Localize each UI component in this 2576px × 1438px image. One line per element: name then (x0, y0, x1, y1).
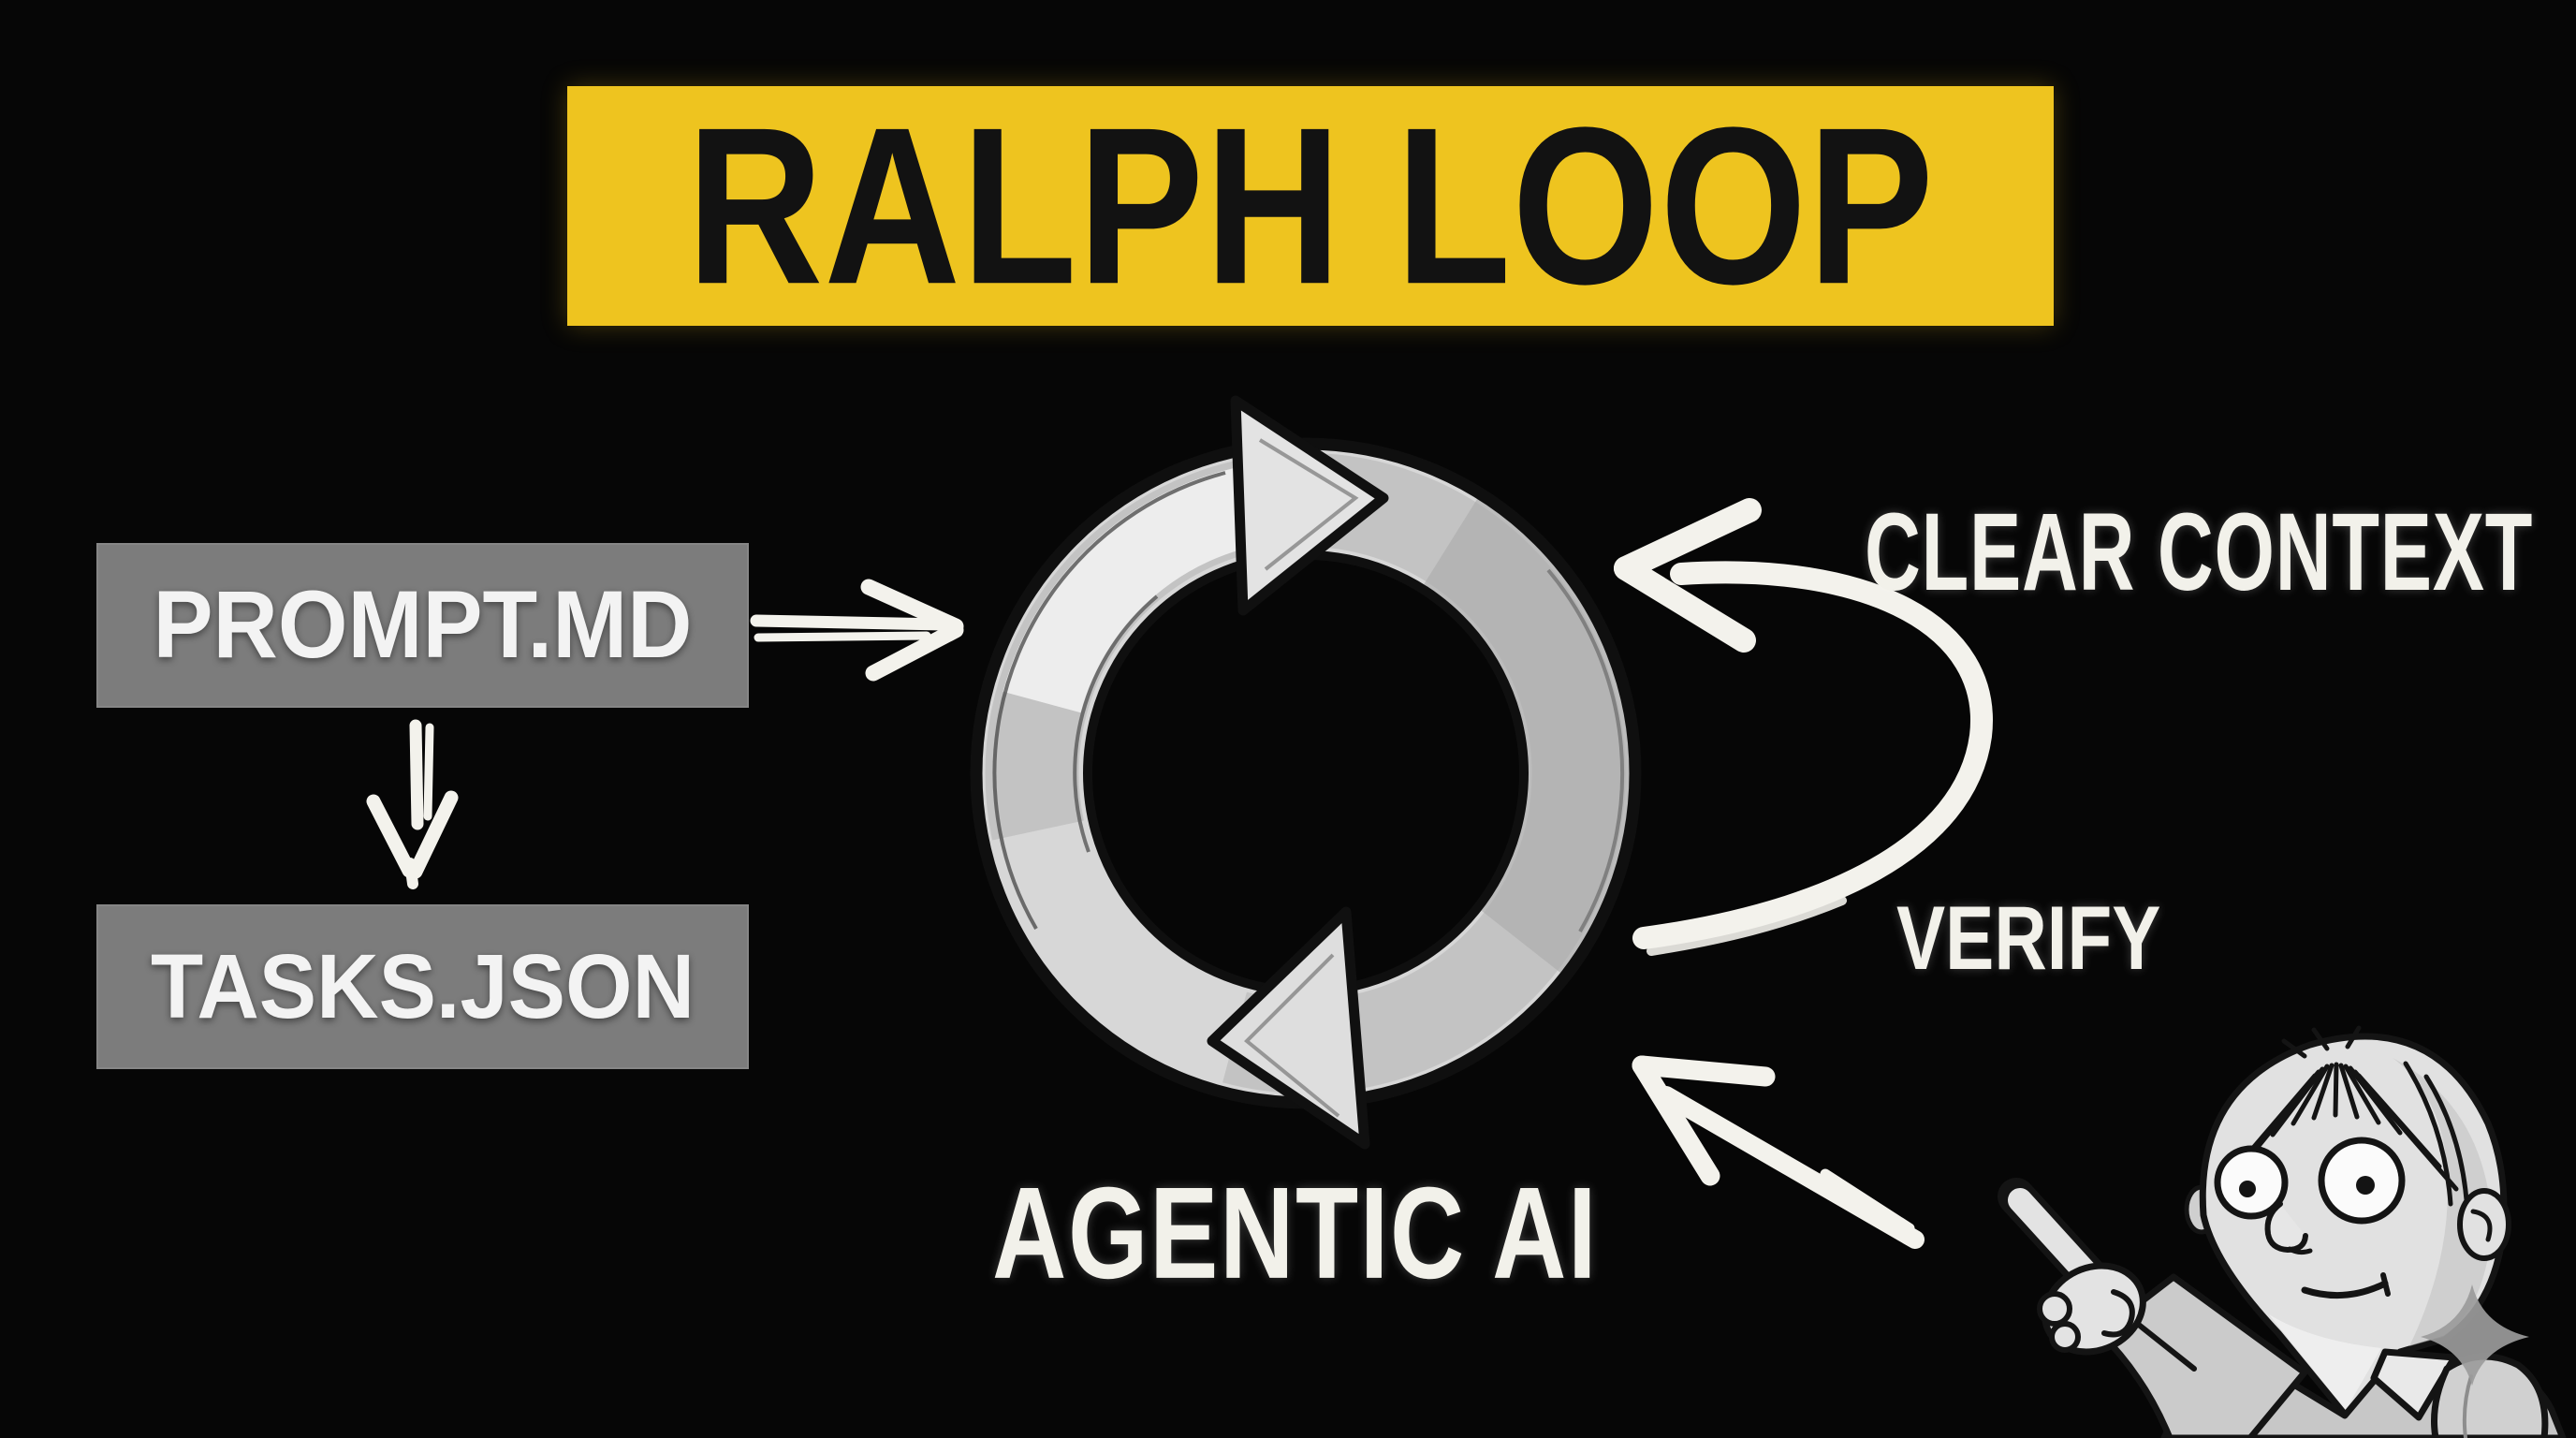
mouth-tick (2380, 1272, 2391, 1297)
loop-arrowhead-top-detail (1258, 438, 1359, 571)
collar-right (2370, 1348, 2458, 1421)
left-pupil (2239, 1181, 2256, 1197)
ear-curl (2470, 1209, 2493, 1242)
right-arm (2431, 1353, 2549, 1438)
finger-curl-line (2101, 1289, 2135, 1338)
thumb-knuckle-1 (2037, 1291, 2072, 1327)
sparkle-icon (2421, 1284, 2529, 1386)
title-banner: RALPH LOOP (567, 81, 2054, 330)
ring-sketch-line-2 (1546, 568, 1625, 932)
prompt-md-label: PROMPT.MD (153, 571, 693, 679)
tasks-json-box: TASKS.JSON (96, 904, 749, 1069)
neck (2269, 1314, 2381, 1410)
brush-arrow-up-left-icon (1632, 1055, 1925, 1249)
tasks-json-label: TASKS.JSON (150, 935, 695, 1037)
loop-arrowhead-bottom (1207, 906, 1370, 1150)
cycle-loop-icon (970, 395, 1642, 1150)
mouth (2301, 1280, 2389, 1299)
ear (2457, 1188, 2511, 1261)
brush-arrow-right-icon (750, 579, 964, 682)
nostril-line (2287, 1246, 2313, 1255)
arm-fold-line (2462, 1374, 2473, 1438)
ralph-cartoon-character (1998, 1025, 2567, 1438)
thumb-knuckle-2 (2049, 1321, 2081, 1353)
head-shading (2393, 1058, 2492, 1346)
left-sleeve (2097, 1273, 2308, 1438)
right-pupil (2356, 1176, 2375, 1195)
ring-sketch-line-3 (1073, 594, 1159, 853)
curved-brush-arrow-icon (1614, 498, 1993, 956)
agentic-ai-label: AGENTIC AI (992, 1161, 1599, 1307)
ring-inner-outline (1083, 550, 1529, 996)
brush-arrow-down-icon (366, 719, 459, 889)
clear-context-label: CLEAR CONTEXT (1865, 491, 2534, 614)
loop-arrowhead-bottom-detail (1244, 953, 1340, 1118)
ring-sketch-line-1 (992, 471, 1226, 930)
ring-highlight (1003, 462, 1274, 713)
page-title: RALPH LOOP (686, 81, 1935, 330)
verify-label: VERIFY (1896, 888, 2161, 990)
prompt-md-box: PROMPT.MD (96, 543, 749, 708)
ring-shading-right (1422, 496, 1632, 975)
nose (2264, 1201, 2308, 1253)
loop-arrowhead-top (1230, 395, 1389, 616)
